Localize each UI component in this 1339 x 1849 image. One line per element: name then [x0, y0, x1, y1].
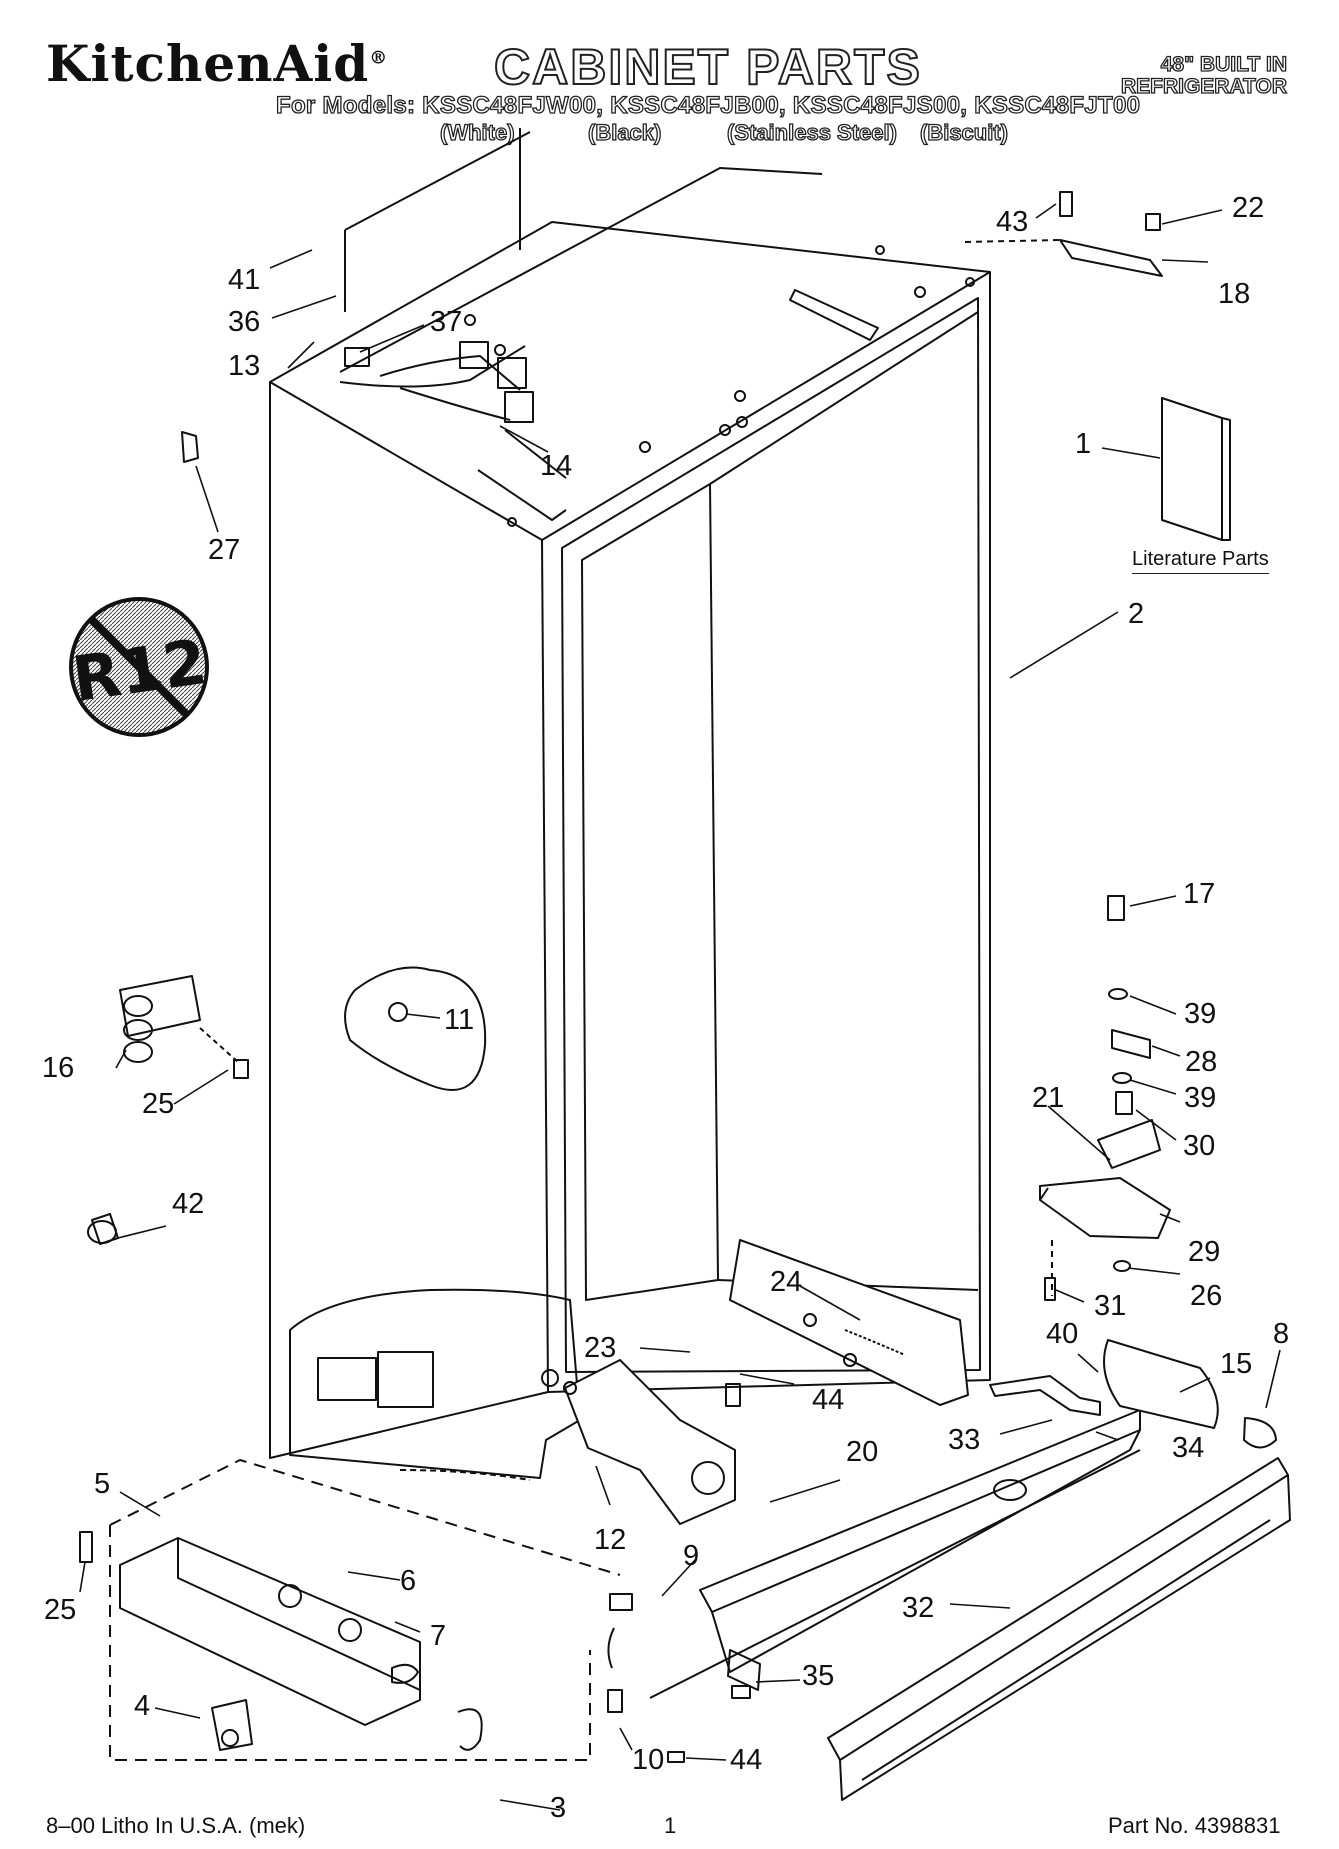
literature-booklet: [1161, 397, 1223, 541]
callout-40: 40: [1046, 1318, 1079, 1350]
base-assembly: [109, 1459, 621, 1761]
callout-39: 39: [1184, 998, 1217, 1030]
page-number: 1: [664, 1813, 677, 1838]
product-type: 48" BUILT IN REFRIGERATOR: [1087, 53, 1288, 98]
relay-module: [377, 1351, 434, 1408]
r12-prohibited-icon: R12: [68, 597, 211, 737]
variant-white: (White): [439, 119, 515, 145]
product-type-line1: 48" BUILT IN: [1160, 53, 1288, 76]
page-title: CABINET PARTS: [493, 38, 922, 96]
model-list: For Models: KSSC48FJW00, KSSC48FJB00, KS…: [275, 91, 1141, 119]
callout-18: 18: [1218, 278, 1251, 310]
callout-26: 26: [1190, 1280, 1223, 1312]
callout-25b: 25: [44, 1594, 77, 1626]
hinge-assembly: [989, 895, 1277, 1449]
callout-36: 36: [228, 306, 261, 338]
callout-4: 4: [134, 1690, 151, 1722]
kitchenaid-logo: KitchenAid®: [46, 34, 389, 93]
callout-37: 37: [430, 306, 463, 338]
callout-41: 41: [228, 264, 261, 296]
callout-44b: 44: [730, 1744, 763, 1776]
callout-30: 30: [1183, 1130, 1216, 1162]
callout-10: 10: [632, 1744, 665, 1776]
callout-5: 5: [94, 1468, 111, 1500]
callout-2: 2: [1128, 598, 1145, 630]
callout-12: 12: [594, 1524, 627, 1556]
refrigerator-cabinet: [269, 128, 991, 1459]
callout-28: 28: [1185, 1046, 1218, 1078]
callout-20: 20: [846, 1436, 879, 1468]
callout-43: 43: [996, 206, 1029, 238]
leader-arrows: [79, 203, 1281, 1811]
callout-14: 14: [540, 450, 573, 482]
callout-15: 15: [1220, 1348, 1253, 1380]
product-type-line2: REFRIGERATOR: [1120, 75, 1287, 98]
top-brace: [964, 191, 1163, 277]
litho-note: 8–00 Litho In U.S.A. (mek): [46, 1813, 306, 1838]
callout-32: 32: [902, 1592, 935, 1624]
callout-39b: 39: [1184, 1082, 1217, 1114]
callout-3: 3: [550, 1792, 567, 1824]
toe-grille: [649, 1409, 1141, 1699]
callout-11: 11: [444, 1004, 475, 1036]
callout-27: 27: [208, 534, 241, 566]
lower-cutaway: [289, 1288, 581, 1479]
callout-6: 6: [400, 1565, 417, 1597]
plug-button-11: [388, 1002, 408, 1022]
callout-7: 7: [430, 1620, 447, 1652]
callout-35: 35: [802, 1660, 835, 1692]
callout-29: 29: [1188, 1236, 1221, 1268]
control-module: [317, 1357, 377, 1401]
callout-21: 21: [1032, 1082, 1065, 1114]
fasteners-lower: [607, 1383, 761, 1763]
callout-1: 1: [1075, 428, 1092, 460]
variant-stainless: (Stainless Steel): [726, 119, 897, 145]
base-grille-32: [827, 1457, 1291, 1801]
callout-8: 8: [1273, 1318, 1290, 1350]
callout-16: 16: [42, 1052, 75, 1084]
literature-parts-label: Literature Parts: [1132, 548, 1269, 574]
callout-33: 33: [948, 1424, 981, 1456]
part-number: Part No. 4398831: [1108, 1813, 1281, 1838]
registered-mark: ®: [369, 47, 389, 69]
callout-42: 42: [172, 1188, 205, 1220]
cutaway-plug-area: [344, 966, 487, 1091]
callout-24: 24: [770, 1266, 803, 1298]
callout-9: 9: [683, 1540, 700, 1572]
variant-black: (Black): [587, 119, 662, 145]
callout-23: 23: [584, 1332, 617, 1364]
variant-biscuit: (Biscuit): [919, 119, 1008, 145]
small-parts-left: [79, 431, 249, 1563]
side-channel-24: [729, 1239, 969, 1406]
callout-13: 13: [228, 350, 261, 382]
callout-44: 44: [812, 1384, 845, 1416]
callout-25: 25: [142, 1088, 175, 1120]
callout-31: 31: [1094, 1290, 1127, 1322]
callout-22: 22: [1232, 192, 1265, 224]
callout-17: 17: [1183, 878, 1216, 910]
callout-34: 34: [1172, 1432, 1205, 1464]
